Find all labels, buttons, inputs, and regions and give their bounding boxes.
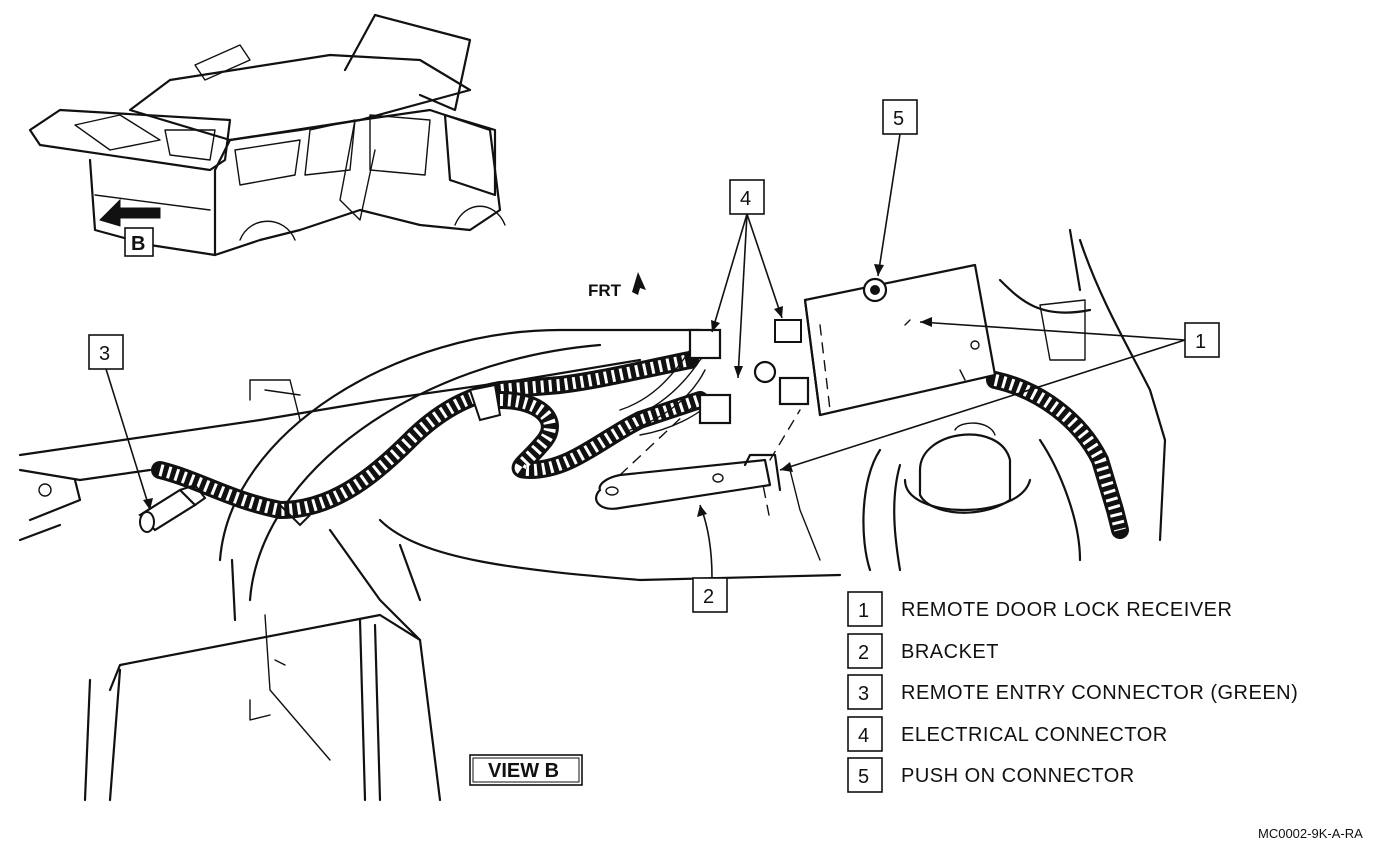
callout-2: 2 [692,504,728,613]
callout-2-number: 2 [703,586,714,608]
callout-3-number: 3 [99,343,110,365]
callout-4: 4 [711,179,783,379]
legend: 1 REMOTE DOOR LOCK RECEIVER 2 BRACKET 3 … [847,591,1298,793]
legend-text: REMOTE ENTRY CONNECTOR (GREEN) [901,682,1298,704]
electrical-connectors-shape [688,319,810,425]
front-direction-label: FRT [588,281,622,300]
legend-number: 5 [858,766,869,788]
front-direction-indicator: FRT [588,272,646,300]
inset-view-letter: B [131,233,145,255]
push-on-connector-shape [862,277,888,303]
callout-1-number: 1 [1195,331,1206,353]
callout-5: 5 [874,99,918,277]
legend-item: 4 ELECTRICAL CONNECTOR [847,716,1168,752]
wiring-harness [151,339,1129,539]
remote-door-lock-receiver-shape [803,263,997,417]
callout-1: 1 [779,317,1220,472]
bracket-shape [595,399,801,510]
view-b-label: VIEW B [469,754,583,786]
figure-code: MC0002-9K-A-RA [1258,826,1363,841]
legend-number: 1 [858,600,869,622]
legend-text: BRACKET [901,641,999,663]
view-b-text: VIEW B [488,760,559,782]
view-b-arrow: B [99,198,161,257]
legend-item: 1 REMOTE DOOR LOCK RECEIVER [847,591,1232,627]
main-view-body [18,228,1167,802]
legend-text: REMOTE DOOR LOCK RECEIVER [901,599,1232,621]
remote-entry-connector-shape [138,483,207,533]
legend-item: 5 PUSH ON CONNECTOR [847,757,1135,793]
callout-5-number: 5 [893,108,904,130]
legend-number: 4 [858,725,869,747]
legend-text: PUSH ON CONNECTOR [901,765,1135,787]
callout-4-number: 4 [740,188,751,210]
callout-3: 3 [88,334,153,511]
legend-item: 3 REMOTE ENTRY CONNECTOR (GREEN) [847,674,1298,710]
legend-item: 2 BRACKET [847,633,999,669]
legend-text: ELECTRICAL CONNECTOR [901,724,1168,746]
legend-number: 3 [858,683,869,705]
legend-number: 2 [858,642,869,664]
